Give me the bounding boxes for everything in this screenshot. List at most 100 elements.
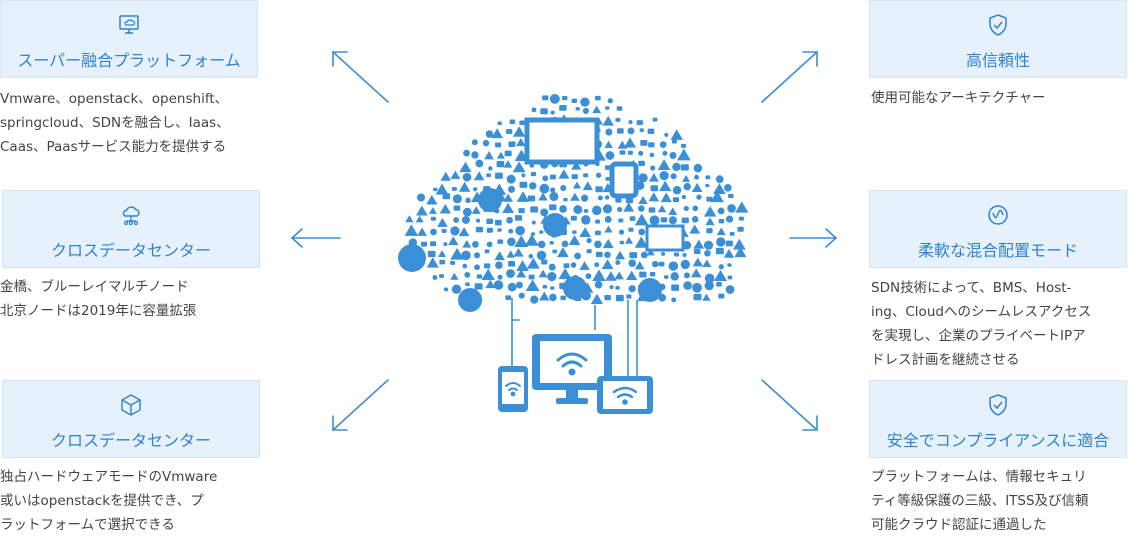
cloud-dot bbox=[615, 117, 621, 122]
cloud-dot bbox=[580, 97, 590, 107]
cloud-dot bbox=[734, 246, 747, 258]
cloud-dot bbox=[549, 93, 560, 104]
cloud-dot bbox=[496, 151, 505, 159]
cloud-dot bbox=[504, 150, 512, 157]
cloud-dot bbox=[568, 235, 581, 245]
cloud-dot bbox=[713, 269, 728, 281]
desc-line: 可能クラウド認証に通過した bbox=[871, 517, 1047, 533]
cloud-dot bbox=[572, 181, 582, 189]
cloud-dot bbox=[636, 120, 643, 126]
cloud-dot bbox=[696, 194, 702, 200]
cloud-dot bbox=[450, 247, 465, 260]
cloud-dot bbox=[704, 280, 714, 291]
cloud-dot bbox=[542, 285, 548, 289]
cloud-dot bbox=[433, 187, 438, 192]
cloud-dot bbox=[595, 172, 602, 178]
cloud-dot bbox=[717, 207, 725, 215]
cloud-dot bbox=[549, 174, 556, 180]
cloud-device-icon bbox=[398, 244, 426, 272]
cloud-dot bbox=[530, 172, 537, 177]
cloud-dot bbox=[506, 269, 515, 278]
cloud-dot bbox=[525, 279, 540, 292]
cloud-dot bbox=[664, 275, 669, 279]
cloud-dot bbox=[727, 275, 733, 280]
cloud-dot bbox=[518, 208, 525, 214]
cloud-dot bbox=[639, 271, 647, 278]
cloud-dot bbox=[506, 129, 513, 135]
cloud-dot bbox=[605, 106, 610, 110]
cloud-dot bbox=[417, 227, 427, 236]
cloud-dot bbox=[426, 257, 439, 268]
cloud-dot bbox=[471, 206, 481, 214]
cloud-dot bbox=[724, 184, 732, 192]
arrow-bottom-right bbox=[761, 379, 818, 431]
cloud-dot bbox=[738, 216, 744, 221]
card-title: スーパー融合プラットフォーム bbox=[17, 51, 241, 70]
cloud-dot bbox=[595, 95, 601, 101]
cloud-dot bbox=[602, 204, 613, 214]
cloud-dot bbox=[452, 194, 462, 204]
cloud-device-icon bbox=[478, 188, 502, 212]
card-high-reliability: 高信頼性 bbox=[869, 0, 1127, 78]
cloud-dot bbox=[674, 252, 680, 257]
cloud-dot bbox=[639, 128, 644, 132]
desc-line: 北京ノードは2019年に容量拡張 bbox=[0, 303, 197, 319]
cloud-dot bbox=[514, 235, 529, 248]
cloud-dot bbox=[592, 105, 602, 114]
cloud-dot bbox=[483, 263, 491, 269]
cloud-dot bbox=[634, 213, 649, 226]
cloud-dot bbox=[658, 261, 665, 267]
cloud-dot bbox=[527, 195, 536, 202]
cloud-dot bbox=[693, 239, 705, 249]
cloud-dot bbox=[579, 261, 590, 270]
cloud-dot bbox=[482, 139, 490, 147]
cloud-dot bbox=[694, 174, 700, 180]
cloud-dot bbox=[481, 268, 495, 281]
cloud-dot bbox=[715, 247, 724, 255]
cloud-dot bbox=[692, 205, 699, 212]
cloud-dot bbox=[570, 262, 577, 268]
cloud-dot bbox=[619, 150, 626, 155]
cloud-dot bbox=[563, 263, 570, 268]
cloud-dot bbox=[672, 162, 681, 172]
cloud-dot bbox=[570, 192, 580, 201]
cloud-dot bbox=[604, 165, 611, 170]
cloud-dot bbox=[497, 239, 504, 244]
cloud-dot bbox=[594, 280, 603, 289]
cloud-dot bbox=[560, 295, 566, 301]
cloud-dot bbox=[716, 281, 722, 287]
cloud-dot bbox=[648, 142, 655, 148]
cloud-dot bbox=[453, 205, 461, 211]
card-title: クロスデータセンター bbox=[50, 241, 211, 260]
cloud-dot bbox=[597, 195, 603, 201]
cloud-dot bbox=[537, 240, 546, 249]
cloud-dot bbox=[450, 272, 459, 280]
cloud-dot bbox=[571, 174, 578, 180]
cloud-dot bbox=[581, 215, 591, 225]
cloud-dot bbox=[660, 192, 672, 203]
cloud-dot bbox=[474, 283, 483, 290]
cloud-dot bbox=[494, 251, 505, 261]
cloud-dot bbox=[694, 248, 701, 255]
cloud-dot bbox=[549, 192, 559, 202]
cloud-dot bbox=[737, 226, 744, 232]
cloud-dot bbox=[461, 215, 470, 224]
cloud-dot bbox=[626, 294, 632, 299]
cloud-dot bbox=[458, 181, 471, 192]
cloud-dot bbox=[595, 186, 603, 193]
desc-line: ing、Cloudへのシームレスアクセス bbox=[871, 304, 1092, 320]
cloud-dot bbox=[563, 197, 568, 202]
cloud-dot bbox=[542, 175, 549, 182]
cloud-dot bbox=[506, 174, 516, 184]
cloud-dot bbox=[683, 182, 691, 191]
cloud-dot bbox=[705, 183, 710, 188]
cloud-dot bbox=[529, 182, 537, 190]
cloud-dot bbox=[561, 240, 569, 248]
desc-line: 或いはopenstackを提供でき、プ bbox=[0, 493, 204, 509]
cloud-dot bbox=[647, 128, 655, 135]
card-description: SDN技術によって、BMS、Host- ing、Cloudへのシームレスアクセス… bbox=[871, 276, 1129, 372]
shield-check-icon bbox=[989, 394, 1007, 416]
cloud-dot bbox=[670, 173, 677, 180]
cloud-dot bbox=[472, 241, 479, 248]
smartphone bbox=[498, 366, 528, 412]
